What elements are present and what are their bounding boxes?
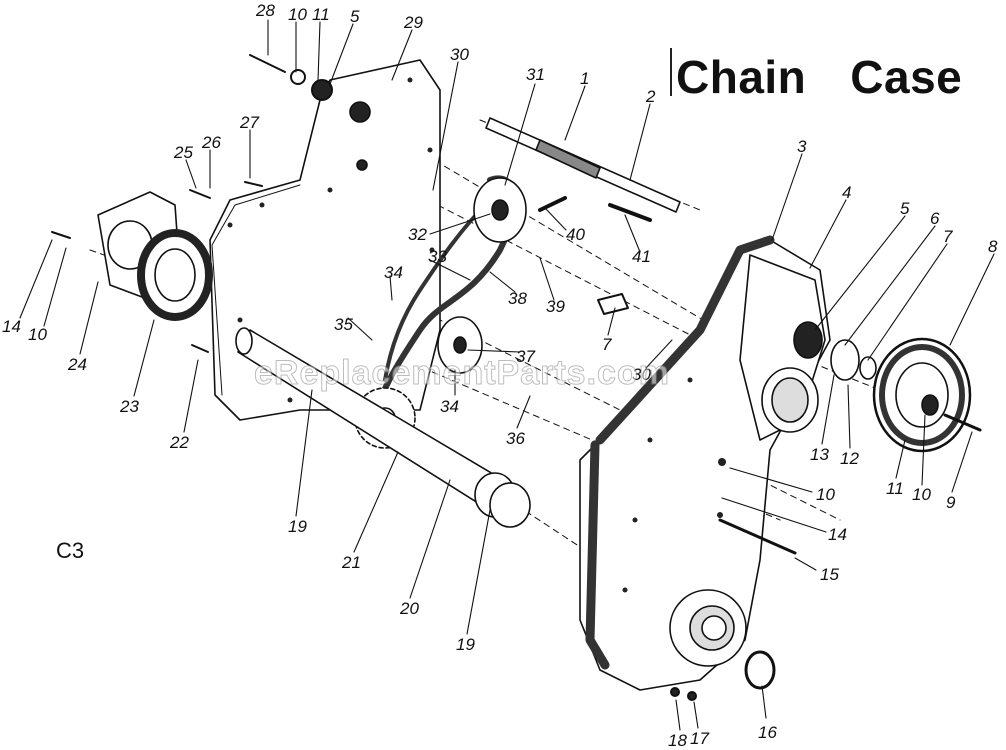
callout-14: 14 — [828, 525, 847, 544]
callout-19: 19 — [288, 517, 307, 536]
callout-11: 11 — [312, 5, 330, 24]
left-seal — [137, 229, 213, 321]
callout-2: 2 — [645, 87, 656, 106]
callout-12: 12 — [840, 449, 859, 468]
callout-26: 26 — [201, 133, 221, 152]
callout-10: 10 — [288, 5, 307, 24]
callout-5: 5 — [350, 7, 360, 26]
callout-14: 14 — [2, 317, 21, 336]
watermark-text: eReplacementParts.com — [254, 354, 670, 393]
callout-35: 35 — [334, 315, 353, 334]
leader-lines — [19, 19, 995, 731]
callout-38: 38 — [508, 289, 527, 308]
callout-37: 37 — [516, 347, 535, 366]
callout-25: 25 — [173, 143, 193, 162]
callout-31: 31 — [526, 65, 545, 84]
diagram-title: Chain Case — [676, 50, 962, 104]
callout-7: 7 — [602, 335, 612, 354]
title-separator — [670, 48, 672, 96]
callout-13: 13 — [810, 445, 829, 464]
title-word-chain: Chain — [676, 51, 807, 103]
callout-33: 33 — [428, 247, 447, 266]
right-case-half — [579, 235, 831, 691]
callout-23: 23 — [119, 397, 139, 416]
callout-40: 40 — [566, 225, 585, 244]
callout-3: 3 — [797, 137, 807, 156]
callout-10: 10 — [28, 325, 47, 344]
callout-34: 34 — [440, 397, 459, 416]
callout-36: 36 — [506, 429, 525, 448]
callout-28: 28 — [255, 1, 275, 20]
callout-32: 32 — [408, 225, 427, 244]
upper-sprocket — [473, 177, 527, 243]
callout-27: 27 — [239, 113, 259, 132]
pulley-assembly — [793, 321, 982, 453]
title-word-case: Case — [850, 51, 963, 103]
callout-39: 39 — [546, 297, 565, 316]
callout-30: 30 — [450, 45, 469, 64]
callout-34: 34 — [384, 263, 403, 282]
callout-7: 7 — [943, 227, 953, 246]
idler-sprocket — [437, 316, 483, 374]
callout-20: 20 — [399, 599, 419, 618]
left-case-half — [209, 59, 441, 421]
hardware-bolts — [51, 54, 797, 701]
callout-41: 41 — [632, 247, 651, 266]
callout-4: 4 — [842, 183, 851, 202]
callout-11: 11 — [886, 479, 904, 498]
callout-16: 16 — [758, 723, 777, 742]
callout-21: 21 — [341, 553, 361, 572]
callout-8: 8 — [988, 237, 998, 256]
output-shaft — [235, 327, 531, 528]
callout-19: 19 — [456, 635, 475, 654]
callout-29: 29 — [403, 13, 423, 32]
callout-10: 10 — [816, 485, 835, 504]
callout-22: 22 — [169, 433, 189, 452]
callout-15: 15 — [820, 565, 839, 584]
callout-5: 5 — [900, 199, 910, 218]
callout-10: 10 — [912, 485, 931, 504]
callout-1: 1 — [580, 69, 589, 88]
callout-24: 24 — [67, 355, 87, 374]
callout-9: 9 — [946, 493, 956, 512]
callout-17: 17 — [690, 729, 709, 748]
callout-30: 30 — [632, 365, 651, 384]
input-shaft — [485, 117, 681, 213]
callout-18: 18 — [668, 731, 687, 750]
figure-code: C3 — [56, 538, 85, 563]
callout-6: 6 — [930, 209, 940, 228]
